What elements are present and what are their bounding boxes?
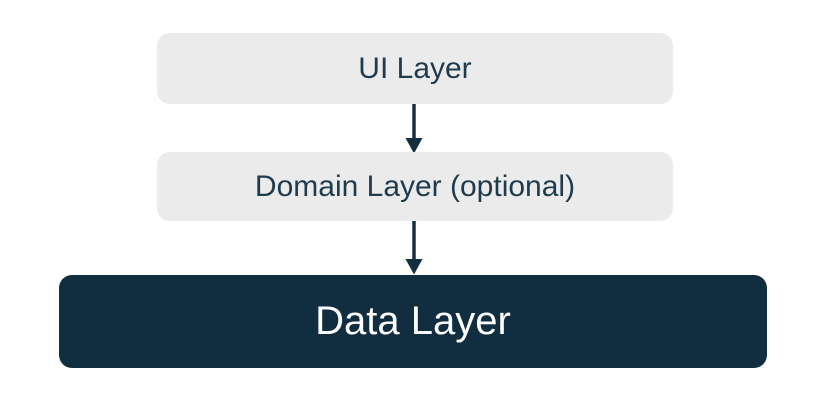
node-data-layer: Data Layer — [59, 275, 767, 368]
node-ui-layer: UI Layer — [157, 33, 673, 104]
down-arrow-icon — [405, 221, 423, 275]
node-ui-layer-label: UI Layer — [358, 51, 472, 85]
node-domain-layer: Domain Layer (optional) — [157, 152, 673, 221]
node-data-layer-label: Data Layer — [315, 299, 511, 343]
node-domain-layer-label: Domain Layer (optional) — [254, 169, 576, 203]
down-arrow-icon — [405, 104, 423, 154]
